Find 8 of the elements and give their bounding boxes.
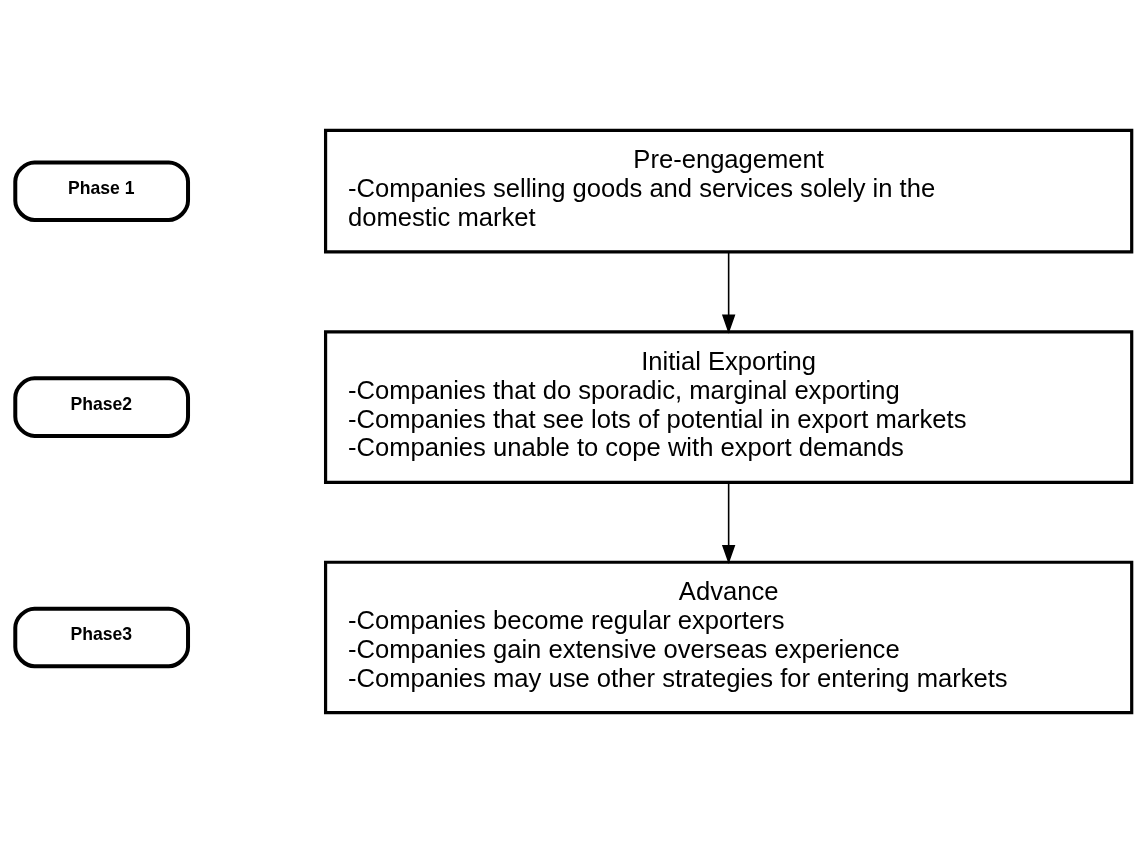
node-box: Pre-engagement -Companies selling goods and services solely in the domestic market [323, 128, 1134, 254]
node-box: Phase3 [13, 606, 191, 669]
node-box: Advance -Companies become regular exporters -Companies gain extensive overseas experience -Companies may use other strategies for entering markets [323, 560, 1134, 715]
node-box: Phase2 [13, 376, 191, 438]
node-box: Phase 1 [13, 160, 191, 222]
node-box: Initial Exporting -Companies that do sporadic, marginal exporting -Companies that see lots of potential in export markets -Companies unable to cope with export demands [323, 330, 1134, 484]
arrow [721, 251, 736, 334]
arrow [721, 481, 736, 565]
